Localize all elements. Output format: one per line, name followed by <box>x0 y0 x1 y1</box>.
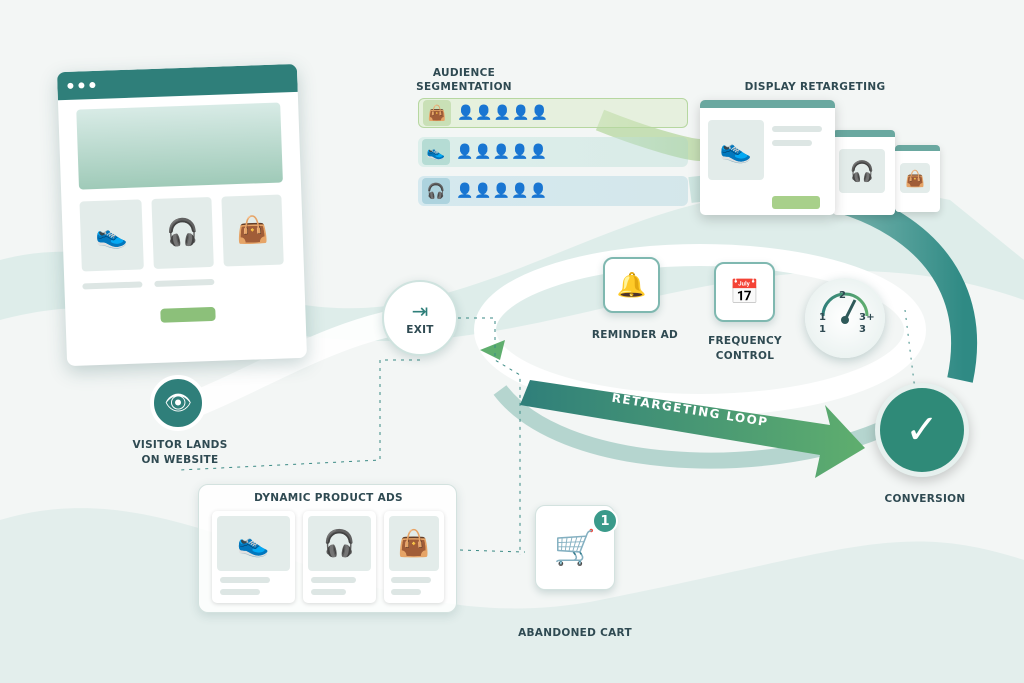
headphones-icon: 🎧 <box>308 516 371 571</box>
eye-icon: 👁 <box>150 375 206 431</box>
people-icons: 👤👤👤👤👤 <box>457 105 550 121</box>
audience-title-2: SEGMENTATION <box>416 81 512 93</box>
segment-bag: 👜 👤👤👤👤👤 <box>418 98 688 128</box>
bell-icon: 🔔 <box>603 257 660 313</box>
display-ad-bag: 👜 <box>895 145 940 212</box>
cta-button[interactable] <box>160 306 216 323</box>
exit-door-icon: ⇥ <box>411 298 429 323</box>
product-card-headphones[interactable]: 🎧 <box>303 511 376 603</box>
visitor-label-2: ON WEBSITE <box>141 454 219 466</box>
frequency-label-2: CONTROL <box>715 350 775 362</box>
gauge-label: 1 <box>819 324 827 335</box>
audience-title: AUDIENCE <box>432 67 496 79</box>
ad-cta-button[interactable] <box>772 196 820 209</box>
exit-node: ⇥ EXIT <box>382 280 458 356</box>
calendar-icon: 📅 <box>714 262 775 322</box>
sneaker-icon: 👟 <box>79 199 144 272</box>
cart-badge: 1 <box>592 508 618 534</box>
people-icons: 👤👤👤👤👤 <box>456 183 549 199</box>
check-icon: ✓ <box>875 383 969 477</box>
display-ad-sneaker: 👟 <box>700 100 835 215</box>
people-icons: 👤👤👤👤👤 <box>456 144 549 160</box>
gauge-label: 3 <box>859 324 867 335</box>
sneaker-icon: 👟 <box>422 139 450 165</box>
headphones-icon: 🎧 <box>151 196 214 270</box>
frequency-label: FREQUENCY <box>708 335 782 347</box>
shopping-bag-icon: 👜 <box>221 194 284 267</box>
visitor-label: VISITOR LANDS <box>132 439 228 451</box>
cart-label: ABANDONED CART <box>518 627 632 639</box>
display-ad-headphones: 🎧 <box>833 130 895 215</box>
display-title: DISPLAY RETARGETING <box>744 81 886 93</box>
product-card-sneaker[interactable]: 👟 <box>212 511 295 603</box>
sneaker-icon: 👟 <box>217 516 290 571</box>
gauge-label: 3+ <box>859 312 875 323</box>
conversion-label: CONVERSION <box>884 493 966 505</box>
segment-sneaker: 👟 👤👤👤👤👤 <box>418 137 688 167</box>
website-window: 👟 🎧 👜 <box>56 63 308 367</box>
shopping-bag-icon: 👜 <box>389 516 439 571</box>
sneaker-icon: 👟 <box>708 120 764 180</box>
retargeting-loop-arrow <box>520 380 865 478</box>
exit-label: EXIT <box>406 323 434 336</box>
product-card-bag[interactable]: 👜 <box>384 511 444 603</box>
gauge-label: 1 <box>819 312 827 323</box>
gauge-label: 2 <box>839 290 847 301</box>
hero-image <box>76 102 283 190</box>
segment-headphones: 🎧 👤👤👤👤👤 <box>418 176 688 206</box>
dynamic-title: DYNAMIC PRODUCT ADS <box>254 492 403 504</box>
frequency-gauge: 2 1 3+ 1 3 <box>805 278 885 358</box>
reminder-label: REMINDER AD <box>591 329 679 341</box>
dynamic-product-ads-panel: DYNAMIC PRODUCT ADS 👟 🎧 👜 <box>198 484 457 613</box>
shopping-bag-icon: 👜 <box>423 100 451 126</box>
headphones-icon: 🎧 <box>422 178 450 204</box>
